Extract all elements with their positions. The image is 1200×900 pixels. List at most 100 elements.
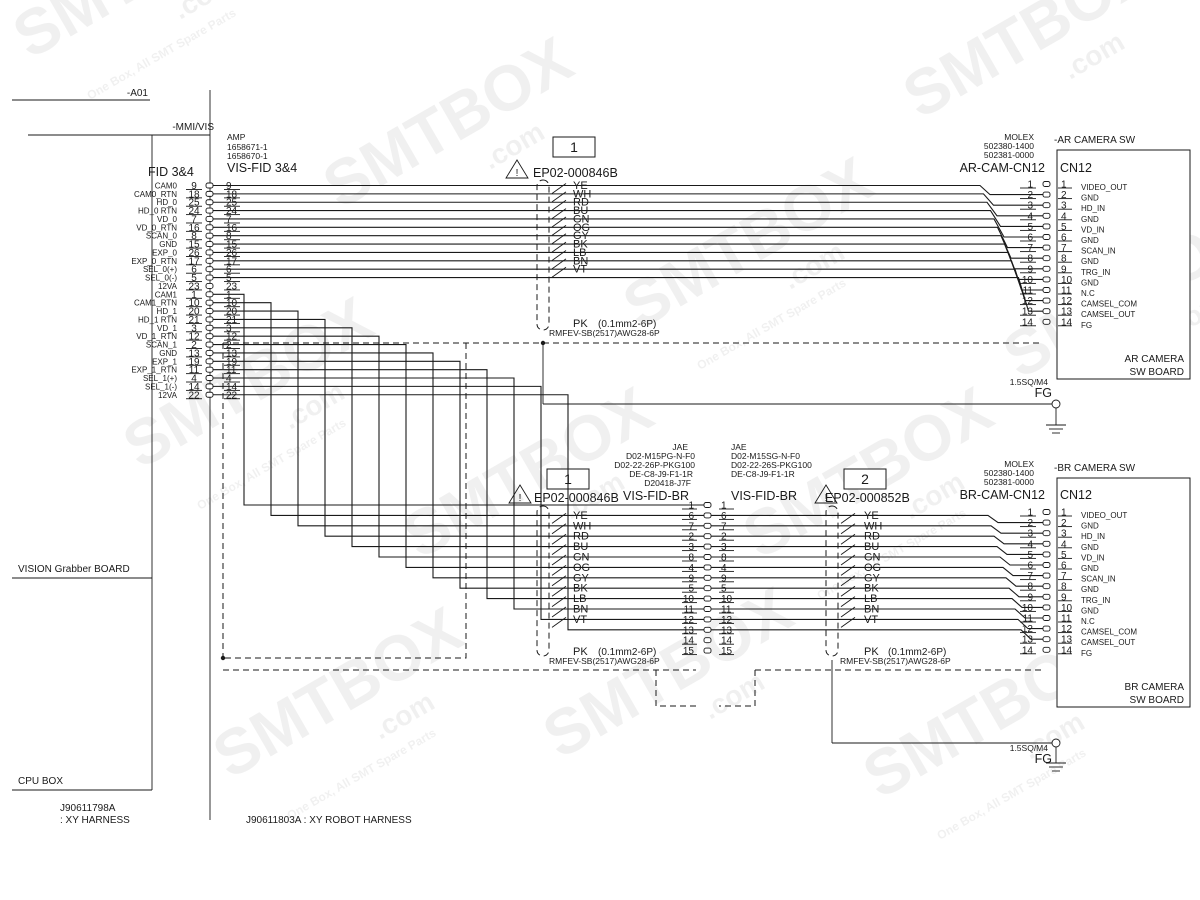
shield-drain-loop-left	[655, 670, 696, 707]
fid-pin: 25	[188, 198, 200, 209]
fid-signal: EXP_0	[152, 248, 177, 257]
cable-mid-color: RD	[573, 531, 589, 543]
wire-mid-8	[213, 352, 706, 579]
br-plug-contact	[703, 637, 712, 644]
br-left-pin: 13	[683, 625, 695, 636]
svg-text:EP02-000852B: EP02-000852B	[825, 491, 910, 505]
br-contact	[1042, 636, 1051, 643]
cable-top-spec: (0.1mm2-6P)	[598, 319, 656, 330]
br-right-pin: 7	[721, 521, 727, 532]
ar-board-signal: GND	[1081, 257, 1099, 266]
br-contact	[1042, 572, 1051, 579]
bus-mmi-label: -MMI/VIS	[172, 122, 214, 133]
svg-text:AR-CAM-CN12: AR-CAM-CN12	[960, 161, 1045, 175]
br-plug-contact	[703, 564, 712, 571]
vis-fid-pin: 3	[226, 323, 232, 334]
br-board-signal: N.C	[1081, 617, 1095, 626]
fid-signal: 12VA	[158, 391, 178, 400]
br-conn-pin: 9	[1027, 592, 1033, 603]
fid-pin: 21	[188, 315, 200, 326]
fid-pin: 26	[188, 248, 200, 259]
wire-mid-4	[213, 318, 706, 537]
twist-mark	[551, 596, 567, 607]
br-left-pin: 4	[688, 563, 694, 574]
watermark-brand: SMTBOX	[311, 23, 584, 222]
ar-board-signal: VIDEO_OUT	[1081, 183, 1127, 192]
svg-text:FG: FG	[1035, 752, 1052, 766]
svg-text:D02-22-26S-PKG100: D02-22-26S-PKG100	[731, 460, 812, 470]
fid-pin: 6	[191, 265, 197, 276]
svg-text:BR-CAM-CN12: BR-CAM-CN12	[960, 488, 1045, 502]
ar-contact	[1042, 223, 1051, 230]
fid-pin: 18	[188, 189, 200, 200]
fid-pin: 4	[191, 374, 197, 385]
br-cn-pin: 6	[1061, 561, 1067, 572]
fid-signal: GND	[159, 240, 177, 249]
cable-top-color: GY	[573, 230, 590, 242]
wire-ar-7	[213, 235, 1043, 259]
fid-signal: 12VA	[158, 282, 178, 291]
warning-icon	[814, 484, 838, 504]
br-board-signal: CAMSEL_COM	[1081, 628, 1137, 637]
fid-signal: VD_1	[157, 324, 178, 333]
fid-contact	[205, 316, 214, 323]
fid-signal: EXP_1	[152, 357, 177, 366]
wire-br-12	[711, 618, 1043, 630]
wire-br-11	[711, 608, 1043, 619]
main-wires: YEWHRDBUGNOGGYBKLBBNVTPK(0.1mm2-6P)RMFEV…	[213, 179, 1043, 661]
ar-conn-pin: 1	[1027, 180, 1033, 191]
br-contact	[1042, 519, 1051, 526]
twist-mark	[551, 533, 567, 545]
br-left-pin: 12	[683, 615, 695, 626]
ar-conn-pin: 14	[1022, 317, 1034, 328]
fid-pin: 8	[191, 231, 197, 242]
ar-board-signal: GND	[1081, 278, 1099, 287]
ar-board-signal: GND	[1081, 194, 1099, 203]
fid-signal: SEL_1(-)	[145, 382, 177, 391]
vis-fid-br-left-header: JAE D02-M15PG-N-F0 D02-22-26P-PKG100 DE-…	[614, 442, 695, 503]
svg-text:CN12: CN12	[1060, 161, 1092, 175]
cable-right-color: BU	[864, 541, 879, 553]
ar-cn-pin: 5	[1061, 222, 1067, 233]
twist-mark	[840, 554, 856, 566]
br-left-pin: 5	[688, 584, 694, 595]
cable-top-color: VT	[573, 264, 587, 276]
wire-mid-6	[213, 335, 706, 558]
fid-contact	[205, 224, 214, 231]
twist-mark	[840, 606, 856, 618]
watermark-brand: SMTBOX	[891, 0, 1164, 132]
cable-mid-color: VT	[573, 614, 587, 626]
br-contact	[1042, 604, 1051, 611]
fid-pin: 11	[189, 365, 200, 376]
fid-signal: EXP_0_RTN	[131, 257, 177, 266]
vis-fid-pin: 10	[226, 298, 238, 309]
twist-mark	[551, 575, 567, 587]
vis-fid-pin: 8	[226, 231, 232, 242]
twist-mark	[840, 533, 856, 545]
twist-mark	[840, 544, 856, 555]
br-board-signal: GND	[1081, 606, 1099, 615]
wire-ar-8	[213, 243, 1043, 270]
br-conn-pin: 11	[1023, 614, 1034, 625]
twist-mark	[551, 191, 567, 203]
twist-mark	[551, 258, 567, 270]
fid-signal: VD_1_RTN	[136, 332, 177, 341]
ar-contact	[1042, 287, 1051, 293]
robot-harness-label: J90611803A : XY ROBOT HARNESS	[246, 815, 412, 826]
ar-conn-pin: 13	[1022, 307, 1034, 318]
vis-fid-pin: 1	[226, 290, 232, 301]
br-board-signal: VIDEO_OUT	[1081, 511, 1127, 520]
fid-contact	[205, 358, 214, 365]
ar-contact	[1042, 297, 1051, 304]
br-contact	[1042, 625, 1051, 632]
svg-text:MOLEX: MOLEX	[1004, 459, 1034, 469]
fid-signal: HD_1	[157, 307, 178, 316]
br-conn-pin: 12	[1022, 624, 1034, 635]
ar-camera-board: -AR CAMERA SW CN12 AR CAMERA SW BOARD	[1054, 135, 1191, 380]
br-board-signal: GND	[1081, 564, 1099, 573]
twist-mark	[551, 523, 567, 535]
vis-fid-pin: 6	[226, 265, 232, 276]
ar-contact	[1042, 308, 1051, 315]
cable-mid-spec2: RMFEV-SB(2517)AWG28-6P	[549, 656, 660, 666]
